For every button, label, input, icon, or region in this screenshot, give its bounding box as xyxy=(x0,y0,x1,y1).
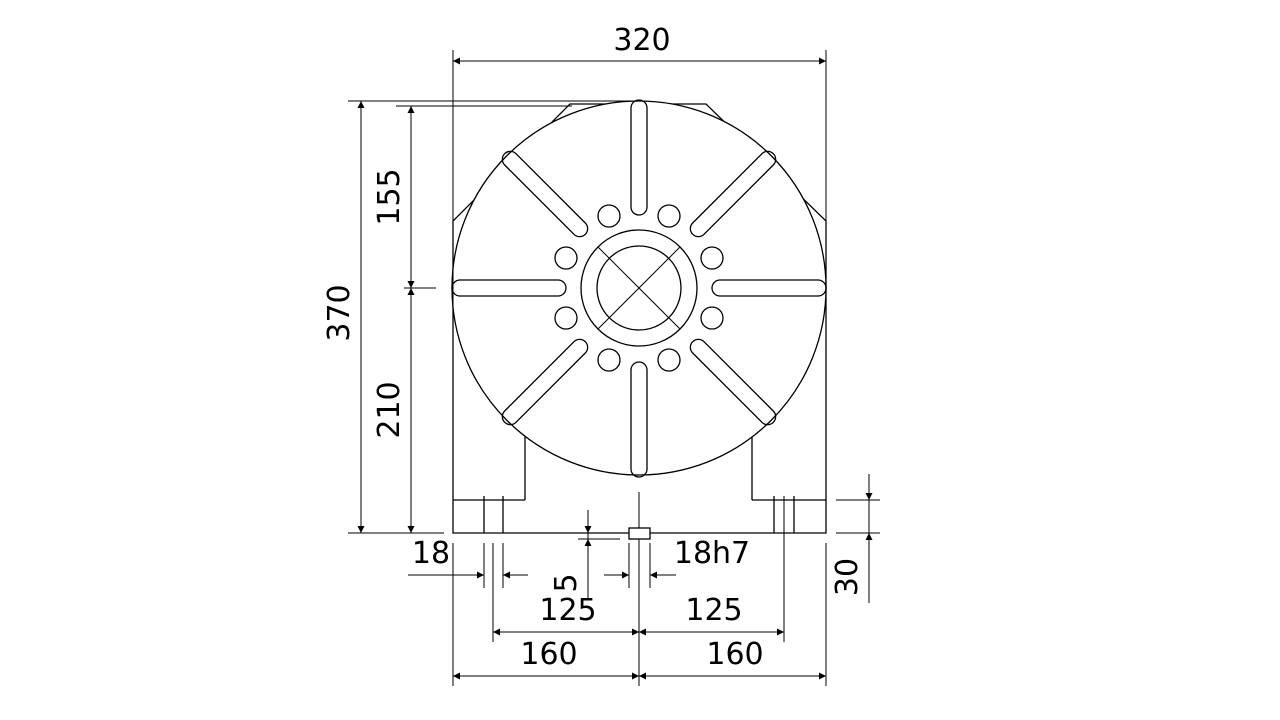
t-slot-lower-right xyxy=(689,338,777,426)
bolt-hole xyxy=(700,306,724,330)
t-slot-upper-left xyxy=(501,150,589,238)
t-slot-right xyxy=(711,279,827,297)
bolt-hole xyxy=(597,204,621,228)
dim-width: 320 xyxy=(452,23,827,533)
t-slot-top xyxy=(630,99,648,216)
dim-upper-height-label: 155 xyxy=(372,168,407,225)
dim-key-depth-label: 5 xyxy=(549,573,584,592)
dim-height-label: 370 xyxy=(322,284,357,341)
dim-key-width: 18h7 xyxy=(604,536,750,588)
dim-lower-height: 210 xyxy=(372,288,415,533)
dim-width-label: 320 xyxy=(613,23,670,58)
dim-slot-width-label: 18 xyxy=(412,536,450,571)
locating-key xyxy=(628,527,651,540)
dim-half-width: 160 160 xyxy=(452,543,827,686)
dim-key-depth: 5 xyxy=(549,510,620,600)
bolt-hole xyxy=(554,306,578,330)
dim-height: 370 xyxy=(322,101,365,533)
bolt-hole xyxy=(657,204,681,228)
center-lines xyxy=(404,246,681,686)
dim-lower-height-label: 210 xyxy=(372,381,407,438)
t-slot-left xyxy=(451,279,567,297)
bolt-hole xyxy=(597,348,621,372)
dim-slot-width: 18 xyxy=(408,536,528,588)
dim-base-height: 30 xyxy=(830,474,880,603)
t-slot-lower-left xyxy=(501,338,589,426)
dim-bolt-right-label: 125 xyxy=(685,593,742,628)
dim-right-half-label: 160 xyxy=(706,637,763,672)
dim-base-height-label: 30 xyxy=(830,558,865,596)
bolt-hole xyxy=(657,348,681,372)
dim-upper-height: 155 xyxy=(372,106,415,288)
dim-bolt-left-label: 125 xyxy=(539,593,596,628)
bolt-holes xyxy=(554,204,724,372)
dim-bolt-spacing: 125 125 xyxy=(492,496,785,642)
base-slot-left xyxy=(483,496,504,533)
base-slot-right xyxy=(773,496,795,533)
t-slot-upper-right xyxy=(689,150,777,238)
t-slots xyxy=(451,99,827,478)
bolt-hole xyxy=(700,246,724,270)
dim-left-half-label: 160 xyxy=(520,637,577,672)
bolt-hole xyxy=(554,246,578,270)
dim-key-width-label: 18h7 xyxy=(674,536,750,571)
t-slot-bottom xyxy=(630,361,648,478)
